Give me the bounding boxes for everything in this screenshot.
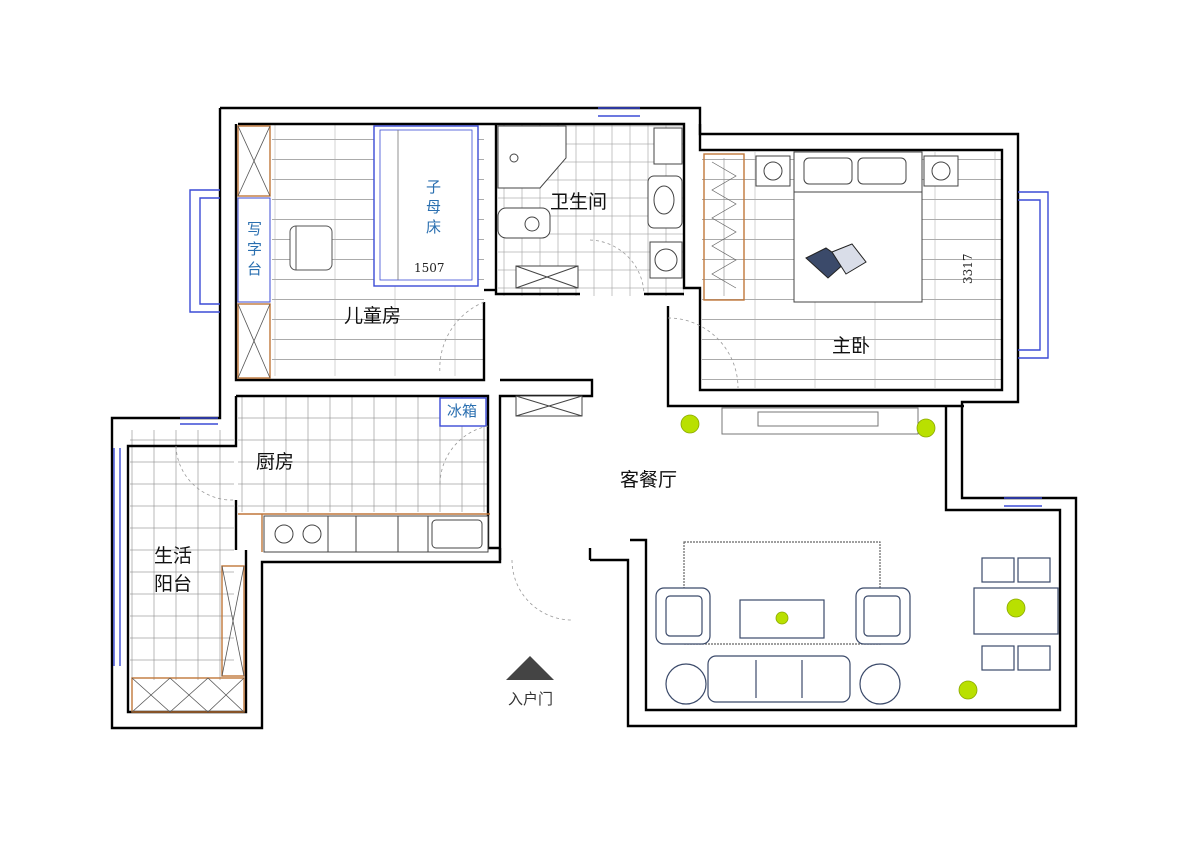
- label-master-bedroom: 主卧: [832, 335, 870, 357]
- double-bed: [793, 151, 923, 303]
- fridge: [439, 397, 487, 427]
- wardrobe: [711, 158, 737, 296]
- kitchen-counter: [263, 515, 489, 553]
- label-fridge: 冰箱: [447, 402, 477, 420]
- label-bunk-1: 子: [426, 178, 441, 196]
- entrance-arrow-icon: [506, 656, 554, 680]
- dimension-master-width: 3317: [961, 253, 975, 284]
- label-bunk-3: 床: [426, 218, 441, 236]
- label-desk-3: 台: [247, 260, 262, 278]
- label-desk-1: 写: [247, 220, 262, 238]
- nightstands: [755, 155, 959, 187]
- plants: [680, 414, 1026, 700]
- sofa-set: [655, 587, 911, 705]
- label-kids-room: 儿童房: [344, 305, 401, 327]
- label-balcony-line1: 生活: [154, 545, 192, 567]
- label-living-dining: 客餐厅: [620, 469, 677, 491]
- walls: [110, 106, 1078, 730]
- label-bunk-2: 母: [426, 198, 441, 216]
- bathroom-fixtures: [497, 125, 683, 289]
- desk-chair: [289, 225, 333, 271]
- label-kitchen: 厨房: [256, 451, 294, 473]
- tv-cabinet: [721, 407, 919, 435]
- dining-set: [973, 557, 1059, 671]
- label-bathroom: 卫生间: [550, 191, 607, 213]
- windows: [113, 107, 1049, 666]
- label-entrance: 入户门: [508, 690, 553, 708]
- hall-cabinet: [515, 395, 583, 417]
- dimension-bed-width: 1507: [414, 261, 445, 275]
- label-balcony-line2: 阳台: [154, 573, 192, 595]
- desk: [237, 197, 271, 303]
- bunk-bed: [373, 125, 479, 287]
- door-swings: [175, 239, 739, 621]
- cabinets: [131, 125, 745, 713]
- label-desk-2: 字: [247, 240, 262, 258]
